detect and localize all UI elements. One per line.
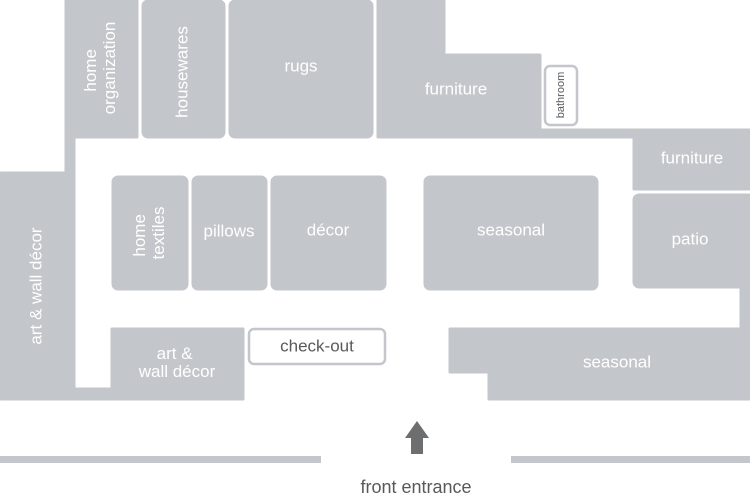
art-wall-decor-left-label: art & wall décor [26,227,45,344]
check-out-block[interactable] [247,327,387,366]
bathroom-label: bathroom [555,72,567,118]
arrow-up-icon [405,421,429,454]
pillows-label: pillows [203,221,254,240]
left-wall-block [0,0,245,401]
patio-label: patio [672,229,709,248]
decor-block[interactable] [270,175,387,291]
seasonal-center-label: seasonal [477,220,545,239]
rugs-label: rugs [284,56,317,75]
furniture-block[interactable] [376,0,750,191]
bathroom-block[interactable] [543,64,579,127]
entrance-wall-right [511,456,750,463]
furniture-right-label: furniture [661,148,723,167]
rugs-block[interactable] [228,0,374,139]
housewares-block[interactable] [141,0,226,139]
pillows-block[interactable] [191,175,268,291]
right-wall-strip [739,193,750,332]
housewares-label: housewares [172,26,191,118]
furniture-label: furniture [425,79,487,98]
home-organization-label: home organization [81,22,119,115]
entrance-wall-left [0,456,321,463]
art-wall-decor-bottom-label: art & wall décor [138,344,216,381]
front-entrance-label: front entrance [360,477,471,497]
seasonal-bottom-block[interactable] [448,327,750,401]
seasonal-bottom-label: seasonal [583,352,651,371]
home-textiles-label: home textiles [130,207,168,260]
home-textiles-block[interactable] [111,175,189,291]
decor-label: décor [307,220,350,239]
check-out-label: check-out [280,336,354,355]
seasonal-center-block[interactable] [423,175,599,291]
